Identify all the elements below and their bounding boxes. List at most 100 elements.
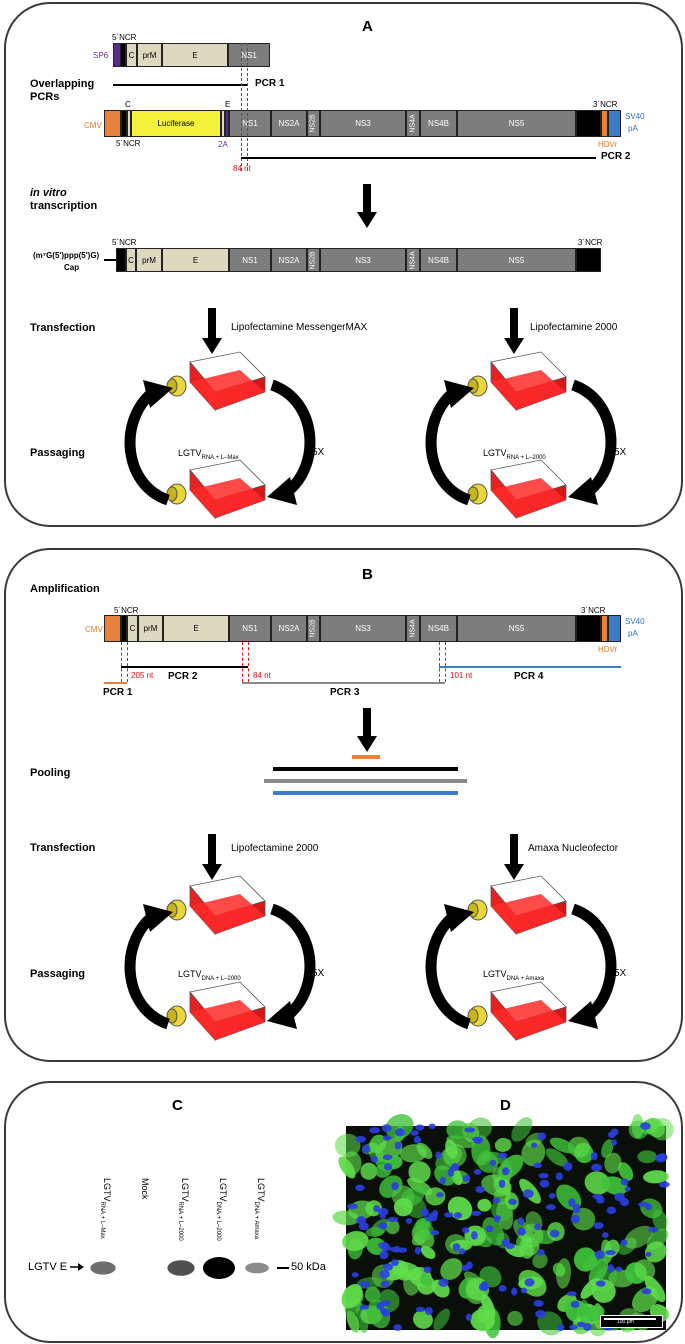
d-cell-nucleus xyxy=(379,1250,389,1260)
b-flask-left-bottom xyxy=(166,981,266,1042)
d-cell-nucleus xyxy=(424,1307,433,1316)
d-cell-cytoplasm xyxy=(507,1310,523,1326)
d-cell-nucleus xyxy=(524,1278,535,1287)
d-cell-nucleus xyxy=(535,1309,547,1318)
d-cell-cytoplasm xyxy=(604,1152,622,1174)
a-c1-c: C xyxy=(126,43,137,67)
a-pcr2-line xyxy=(241,157,596,159)
a-c2-2a xyxy=(225,110,229,137)
d-cell-nucleus xyxy=(471,1230,478,1240)
a-c3-ncr5: 5´NCR xyxy=(112,238,137,247)
d-cell-nucleus xyxy=(498,1179,506,1188)
d-cell-nucleus xyxy=(435,1151,442,1159)
a-method-right: Lipofectamine 2000 xyxy=(530,322,618,333)
b-cmv xyxy=(104,615,121,642)
a-c1-ncr5-box xyxy=(120,43,126,67)
d-cell-cytoplasm xyxy=(637,1150,657,1164)
b-ncr5-box xyxy=(121,615,127,642)
d-cell-nucleus xyxy=(444,1212,454,1218)
d-cell-nucleus xyxy=(462,1227,470,1234)
b-ns3: NS3 xyxy=(320,615,406,642)
d-cell-nucleus xyxy=(471,1210,482,1216)
d-cell-cytoplasm xyxy=(624,1225,654,1249)
a-pcr1-label: PCR 1 xyxy=(255,78,285,89)
b-pcr2-line xyxy=(121,666,248,668)
a-c2-ncr3-box xyxy=(576,110,601,137)
a-method-left: Lipofectamine MessengerMAX xyxy=(231,322,368,333)
d-cell-nucleus xyxy=(538,1172,549,1179)
a-c2-hdvr xyxy=(601,110,608,137)
d-cell-nucleus xyxy=(593,1222,604,1230)
b-method-right: Amaxa Nucleofector xyxy=(528,843,619,854)
a-c3-e: E xyxy=(162,248,229,272)
d-cell-cytoplasm xyxy=(417,1273,433,1286)
a-cap-line2: Cap xyxy=(64,263,80,272)
d-cell-cytoplasm xyxy=(408,1161,431,1183)
panel-a-letter: A xyxy=(362,18,373,35)
d-cell-nucleus xyxy=(492,1197,501,1204)
d-cell-cytoplasm xyxy=(545,1148,569,1167)
b-flask-right-bottom xyxy=(467,981,567,1042)
d-cell-nucleus xyxy=(369,1127,381,1134)
b-c: C xyxy=(127,615,138,642)
panel-c-letter: C xyxy=(172,1097,183,1114)
b-pcr1-label: PCR 1 xyxy=(103,687,133,698)
a-c3-ns4a: NS4A xyxy=(406,248,420,272)
d-cell-nucleus xyxy=(370,1155,379,1163)
a-c3-ncr5-box xyxy=(116,248,126,272)
d-cell-nucleus xyxy=(501,1238,510,1247)
b-e: E xyxy=(163,615,229,642)
a-c3-ns1: NS1 xyxy=(229,248,271,272)
b-dash-5 xyxy=(439,642,440,682)
a-c3-ns4b: NS4B xyxy=(420,248,457,272)
d-cell-cytoplasm xyxy=(338,1156,356,1179)
d-cell-nucleus xyxy=(391,1259,399,1267)
d-cell-nucleus xyxy=(380,1280,390,1288)
d-cell-nucleus xyxy=(465,1261,473,1270)
d-cell-nucleus xyxy=(570,1300,580,1308)
d-cell-nucleus xyxy=(533,1300,544,1307)
a-c1-ns1: NS1 xyxy=(228,43,270,67)
d-cell-cytoplasm xyxy=(440,1258,463,1280)
d-cell-nucleus xyxy=(380,1307,388,1315)
b-pcr3-line xyxy=(242,682,445,684)
a-2a-label: 2A xyxy=(218,140,228,149)
b-pool-pcr2 xyxy=(273,767,458,771)
d-cell-nucleus xyxy=(382,1135,392,1141)
d-cell-nucleus xyxy=(520,1287,528,1294)
d-cell-nucleus xyxy=(566,1291,577,1297)
d-cell-nucleus xyxy=(415,1124,425,1131)
d-scale-bar-label: 100 µm xyxy=(617,1319,634,1325)
d-cell-nucleus xyxy=(607,1263,615,1273)
d-cell-nucleus xyxy=(355,1135,367,1143)
d-cell-cytoplasm xyxy=(571,1207,596,1231)
a-label-overlapping: Overlapping xyxy=(30,78,95,90)
a-pcr2-label: PCR 2 xyxy=(601,151,631,162)
d-cell-cytoplasm xyxy=(393,1198,413,1217)
d-cell-cytoplasm xyxy=(482,1217,505,1246)
d-cell-nucleus xyxy=(354,1184,365,1191)
c-band-lane-5 xyxy=(245,1262,269,1274)
a-cycle-arrow-left-1 xyxy=(124,380,173,506)
d-cell-nucleus xyxy=(472,1136,484,1142)
d-cell-nucleus xyxy=(387,1216,399,1223)
a-sp6-label: SP6 xyxy=(93,51,109,60)
d-cell-cytoplasm xyxy=(342,1231,369,1251)
a-pcr1-line xyxy=(113,84,247,86)
d-cell-nucleus xyxy=(475,1185,485,1193)
d-cell-nucleus xyxy=(658,1181,670,1188)
d-cell-nucleus xyxy=(432,1209,439,1217)
d-cell-nucleus xyxy=(648,1226,659,1233)
d-cell-cytoplasm xyxy=(447,1196,473,1221)
b-pcr4-line xyxy=(439,666,621,668)
b-virus-left: LGTVDNA + L–2000 xyxy=(178,969,241,982)
d-cell-nucleus xyxy=(436,1192,444,1198)
d-cell-nucleus xyxy=(384,1163,393,1171)
c-western-blot xyxy=(90,1257,269,1279)
c-lane-label-4: LGTVDNA + L–2000 xyxy=(215,1178,228,1241)
d-cell-nucleus xyxy=(601,1232,609,1238)
d-cell-cytoplasm xyxy=(392,1263,411,1281)
a-c2-ns3: NS3 xyxy=(320,110,406,137)
a-c3-prm: prM xyxy=(136,248,162,272)
d-cell-nucleus xyxy=(453,1212,463,1219)
